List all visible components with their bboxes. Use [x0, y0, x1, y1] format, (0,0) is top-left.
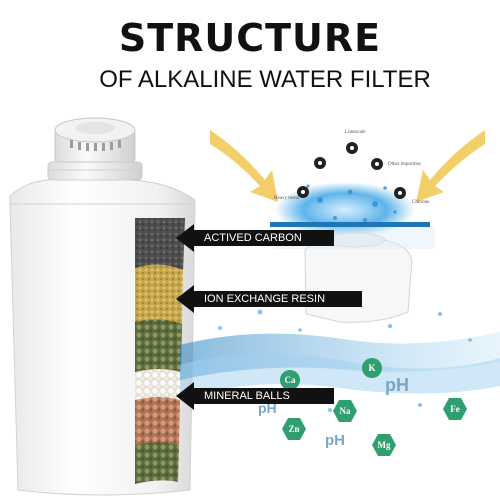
page-subtitle: OF ALKALINE WATER FILTER [99, 66, 431, 93]
impurity-label-chlorine: Chlorine [412, 200, 430, 205]
left-yellow-arrow [210, 130, 278, 202]
ion-na: Na [333, 400, 357, 422]
page-title: STRUCTURE [118, 16, 382, 60]
ion-k: K [362, 358, 382, 378]
ph-label: pH [385, 375, 409, 395]
ph-label: pH [258, 400, 277, 416]
impurity-label-other: Other impurities [388, 162, 421, 167]
ion-fe: Fe [443, 398, 467, 420]
impurity-label-limescale: Limescale [345, 130, 366, 135]
callout-actived-carbon: ACTIVED CARBON [176, 224, 334, 252]
ion-zn: Zn [282, 418, 306, 440]
callout-ion-exchange-resin: ION EXCHANGE RESIN [176, 285, 362, 313]
callout-label: ION EXCHANGE RESIN [204, 293, 326, 305]
filter-cartridge-image [9, 117, 196, 496]
ion-mg: Mg [372, 434, 396, 456]
callout-label: ACTIVED CARBON [204, 232, 302, 244]
ion-ca: Ca [280, 370, 300, 390]
ph-label: pH [325, 432, 345, 449]
callout-mineral-balls: MINERAL BALLS [176, 382, 334, 410]
right-yellow-arrow [416, 130, 485, 202]
callout-label: MINERAL BALLS [204, 390, 290, 402]
impurity-label-heavy-metal: Heavy metal [274, 196, 300, 201]
